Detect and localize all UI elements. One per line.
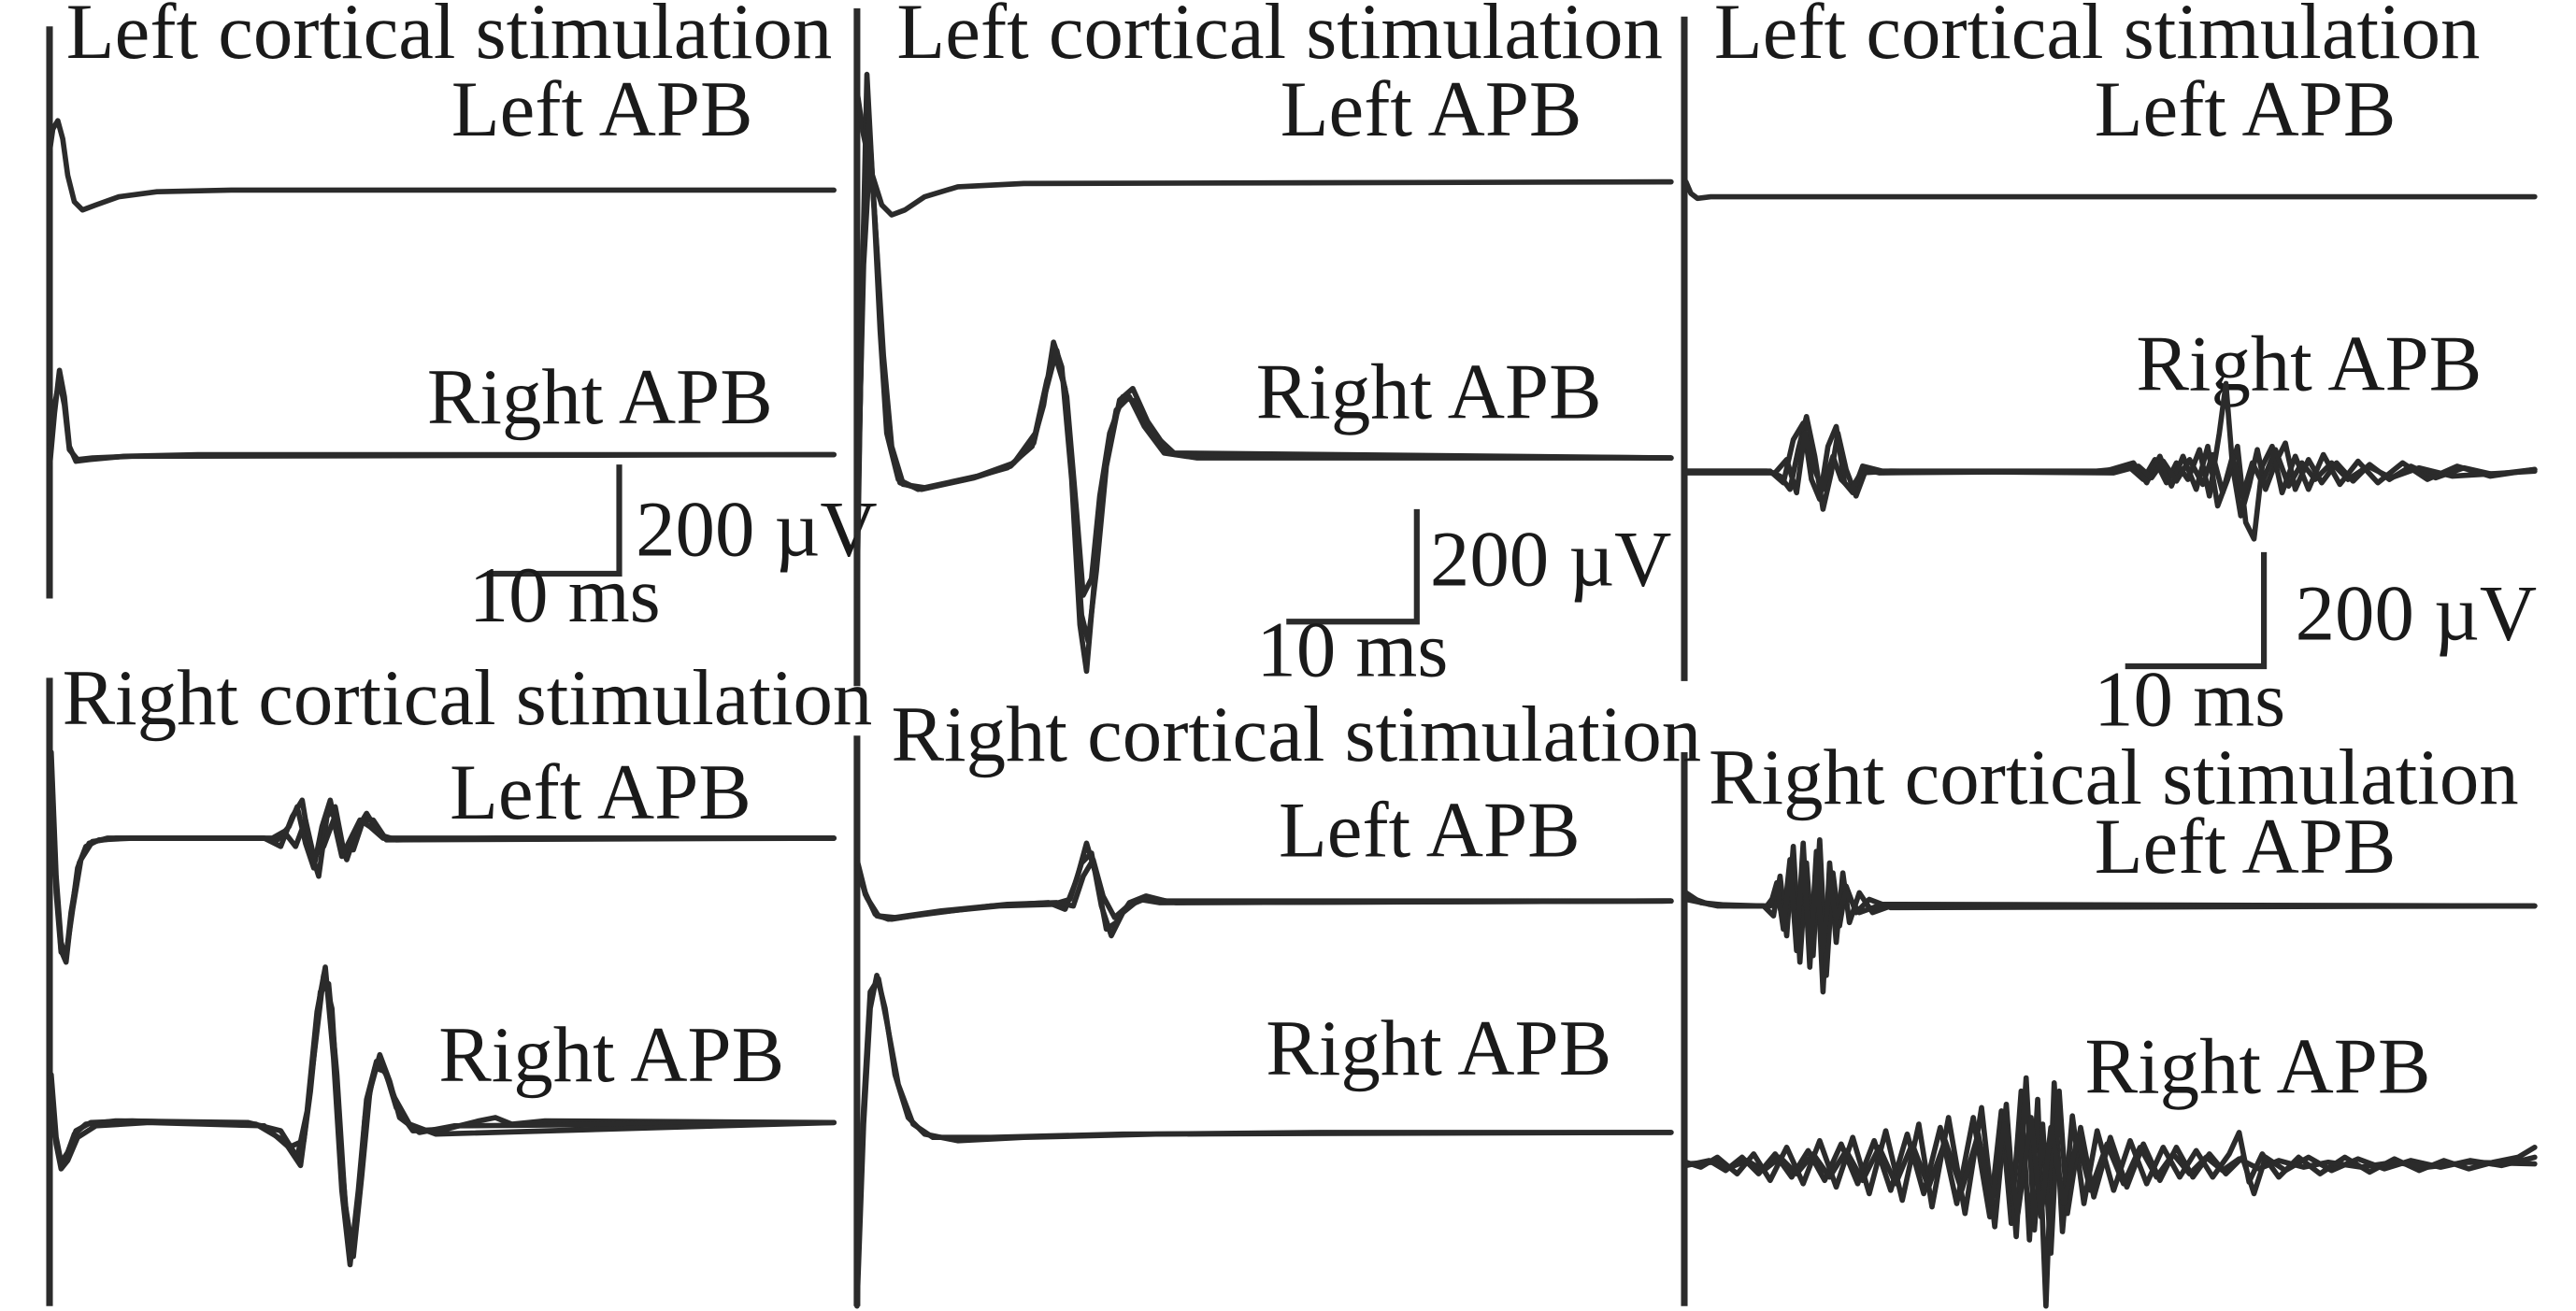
p6-left-apb-traces xyxy=(1682,836,2538,995)
p5-right-apb-traces xyxy=(854,973,1674,1309)
p3-top-label: Left APB xyxy=(2095,65,2397,153)
p2-bottom-label: Right APB xyxy=(1256,349,1602,436)
p3-left-apb-trace xyxy=(1682,178,2538,202)
p1-scale-amplitude: 200 µV xyxy=(636,485,877,573)
p2-right-apb-traces xyxy=(854,71,1674,675)
panel-3: Left cortical stimulation Left APB Right… xyxy=(1682,0,2538,744)
p1-left-apb-trace xyxy=(47,118,837,213)
p2-scale-time: 10 ms xyxy=(1256,606,1448,694)
p4-bottom-label: Right APB xyxy=(438,1011,784,1099)
p6-bottom-label: Right APB xyxy=(2085,1022,2431,1110)
p6-right-apb-traces xyxy=(1682,1075,2538,1309)
panel-6: Right cortical stimulation Left APB Righ… xyxy=(1682,734,2538,1309)
p2-stim-title: Left cortical stimulation xyxy=(896,0,1662,76)
p3-right-apb-traces xyxy=(1682,380,2538,542)
p5-stim-title: Right cortical stimulation xyxy=(891,691,1701,778)
panel-2: Left cortical stimulation Left APB Right… xyxy=(854,0,1674,694)
p3-scale-amplitude: 200 µV xyxy=(2296,570,2537,658)
panel-4: Right cortical stimulation Left APB Righ… xyxy=(48,654,873,1268)
p1-scale-time: 10 ms xyxy=(469,551,661,639)
p1-stim-title: Left cortical stimulation xyxy=(66,0,832,76)
p1-top-label: Left APB xyxy=(451,65,753,153)
p4-stim-title: Right cortical stimulation xyxy=(63,654,873,742)
p3-stim-title: Left cortical stimulation xyxy=(1714,0,2480,76)
p3-scale-time: 10 ms xyxy=(2094,656,2285,744)
panel-5: Right cortical stimulation Left APB Righ… xyxy=(854,691,1701,1309)
p5-left-apb-traces xyxy=(854,840,1674,939)
p2-scale-amplitude: 200 µV xyxy=(1430,515,1671,603)
p5-top-label: Left APB xyxy=(1279,786,1581,874)
p6-stim-title: Right cortical stimulation xyxy=(1709,734,2519,821)
p4-top-label: Left APB xyxy=(450,748,751,836)
p4-left-apb-traces xyxy=(48,749,837,965)
p3-scale-bar xyxy=(2125,551,2268,670)
panel-1: Left cortical stimulation Left APB Right… xyxy=(47,0,878,639)
p3-bottom-label: Right APB xyxy=(2136,320,2482,407)
p1-bottom-label: Right APB xyxy=(427,353,773,441)
p1-scale-bar xyxy=(487,464,623,577)
p1-right-apb-traces xyxy=(47,367,837,471)
p2-scale-bar xyxy=(1286,508,1420,625)
p6-top-label: Left APB xyxy=(2095,803,2397,891)
p4-right-apb-traces xyxy=(48,964,837,1268)
p2-top-label: Left APB xyxy=(1281,65,1582,153)
p5-bottom-label: Right APB xyxy=(1266,1005,1611,1092)
